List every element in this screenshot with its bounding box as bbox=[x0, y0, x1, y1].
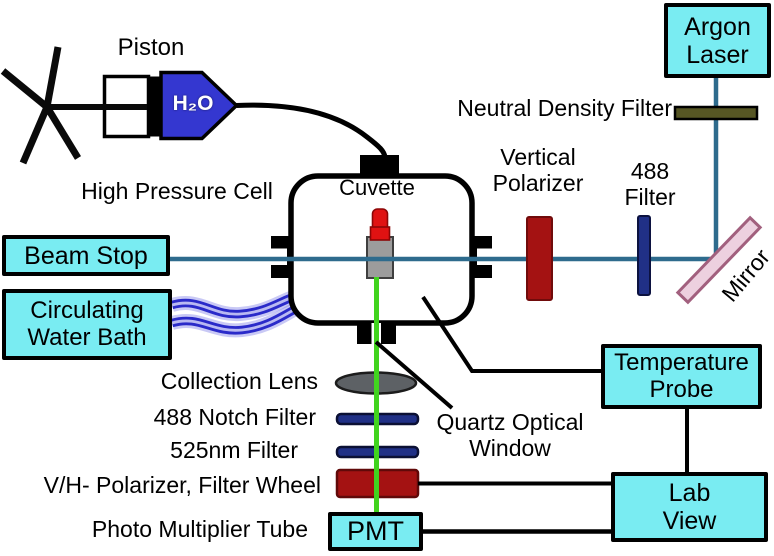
cuvette-label: Cuvette bbox=[339, 175, 415, 200]
mirror-bar bbox=[675, 215, 763, 305]
quartz-window-pointer bbox=[374, 340, 454, 410]
photo-multiplier-tube-label: Photo Multiplier Tube bbox=[91, 516, 308, 542]
h2o-reservoir bbox=[159, 70, 240, 141]
temperature-probe-box: Temperature Probe bbox=[601, 344, 762, 409]
h2o-label: H₂O bbox=[172, 92, 214, 115]
488-filter-bar bbox=[637, 215, 651, 296]
piston-label: Piston bbox=[117, 34, 185, 61]
488-notch-filter-label: 488 Notch Filter bbox=[153, 404, 316, 430]
collection-lens-label: Collection Lens bbox=[160, 368, 318, 394]
quartz-optical-window-label: Quartz Optical Window bbox=[436, 409, 584, 462]
pressure-tube bbox=[236, 102, 388, 158]
vertical-polarizer-label: Vertical Polarizer bbox=[492, 144, 584, 197]
beam-stop-box: Beam Stop bbox=[2, 235, 170, 276]
lab-view-box: Lab View bbox=[611, 472, 768, 542]
piston-handle-icon bbox=[0, 46, 81, 165]
525nm-filter-label: 525nm Filter bbox=[170, 437, 298, 463]
vh-polarizer-filter-wheel-label: V/H- Polarizer, Filter Wheel bbox=[43, 472, 321, 498]
piston-head bbox=[147, 76, 161, 137]
cuvette-cap bbox=[369, 208, 391, 241]
temperature-probe-lead bbox=[421, 295, 603, 373]
high-pressure-cell-label: High Pressure Cell bbox=[81, 178, 273, 204]
pmt-box: PMT bbox=[328, 512, 423, 551]
cell-top-port bbox=[360, 155, 399, 175]
vertical-polarizer-bar bbox=[526, 216, 553, 301]
488-filter-label: 488 Filter bbox=[624, 158, 676, 211]
water-tube bbox=[170, 288, 307, 338]
neutral-density-filter-bar bbox=[673, 105, 759, 121]
neutral-density-filter-label: Neutral Density Filter bbox=[457, 95, 672, 121]
argon-laser-box: Argon Laser bbox=[664, 3, 771, 78]
circulating-water-bath-box: Circulating Water Bath bbox=[2, 289, 172, 360]
